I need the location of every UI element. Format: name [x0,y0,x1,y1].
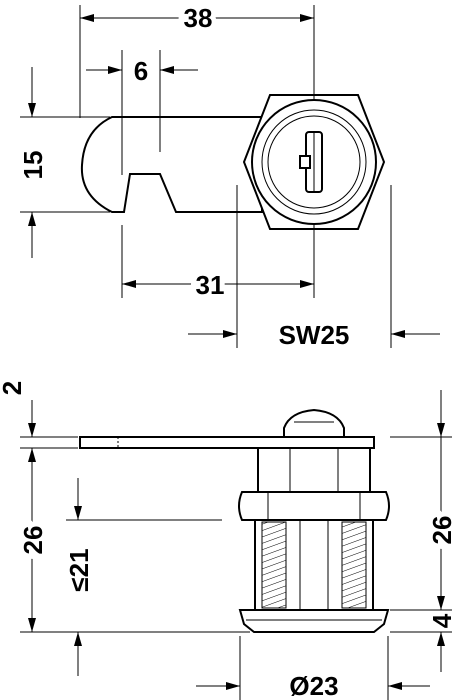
dim-2-label: 2 [0,381,27,395]
dim-6-label: 6 [134,56,148,86]
hex-nut-side [238,491,390,521]
dim-d23-label: Ø23 [289,671,338,700]
side-view: 2 26 ≤21 26 4 Ø23 [0,381,459,700]
dim-21-label: ≤21 [64,548,94,591]
dim-26-left-label: 26 [18,526,48,555]
dim-38-label: 38 [184,3,213,33]
dim-4-label: 4 [427,613,457,628]
screw-head [283,408,345,438]
key-face-ring [267,115,361,209]
drive-section [257,447,371,493]
thread-left [261,521,287,609]
dim-31-label: 31 [196,270,225,300]
thread-right [341,521,367,609]
dim-26-right-label: 26 [427,516,457,545]
cam-plate [79,436,375,449]
dim-15-label: 15 [18,151,48,180]
front-flange [238,609,390,633]
nut-inner-ring [261,109,367,215]
key-slot-tab [299,155,311,169]
cam-lever [80,116,263,213]
dim-sw25-label: SW25 [279,320,350,350]
top-view: 38 6 15 31 SW25 [18,0,440,350]
